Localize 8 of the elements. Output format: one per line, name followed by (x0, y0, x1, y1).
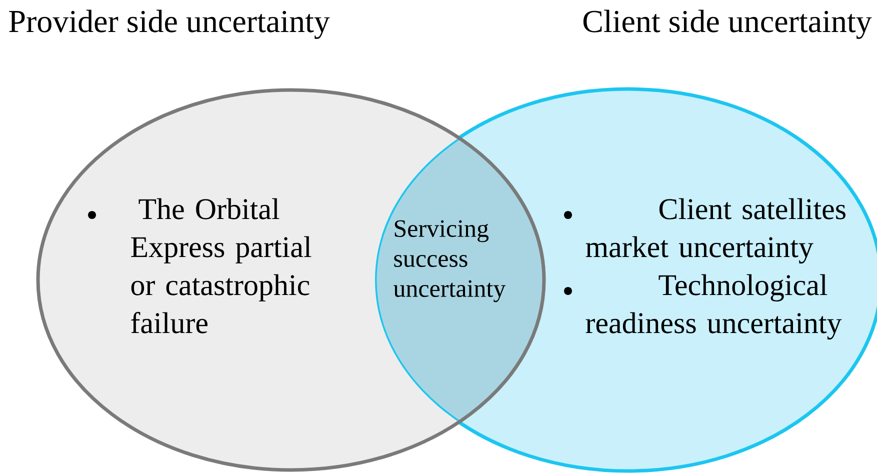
bullet-text: Client satellites market uncertainty (586, 198, 846, 264)
ellipse (373, 87, 877, 473)
overlap-label: Servicing success uncertainty (394, 220, 506, 302)
bullet-text: Technological readiness uncertainty (586, 274, 842, 340)
ellipse (36, 88, 546, 472)
heading: Provider side uncertainty (9, 10, 330, 39)
heading: Client side uncertainty (583, 10, 872, 39)
bullet-text: The Orbital Express partial or catastrophic failure (131, 198, 312, 334)
